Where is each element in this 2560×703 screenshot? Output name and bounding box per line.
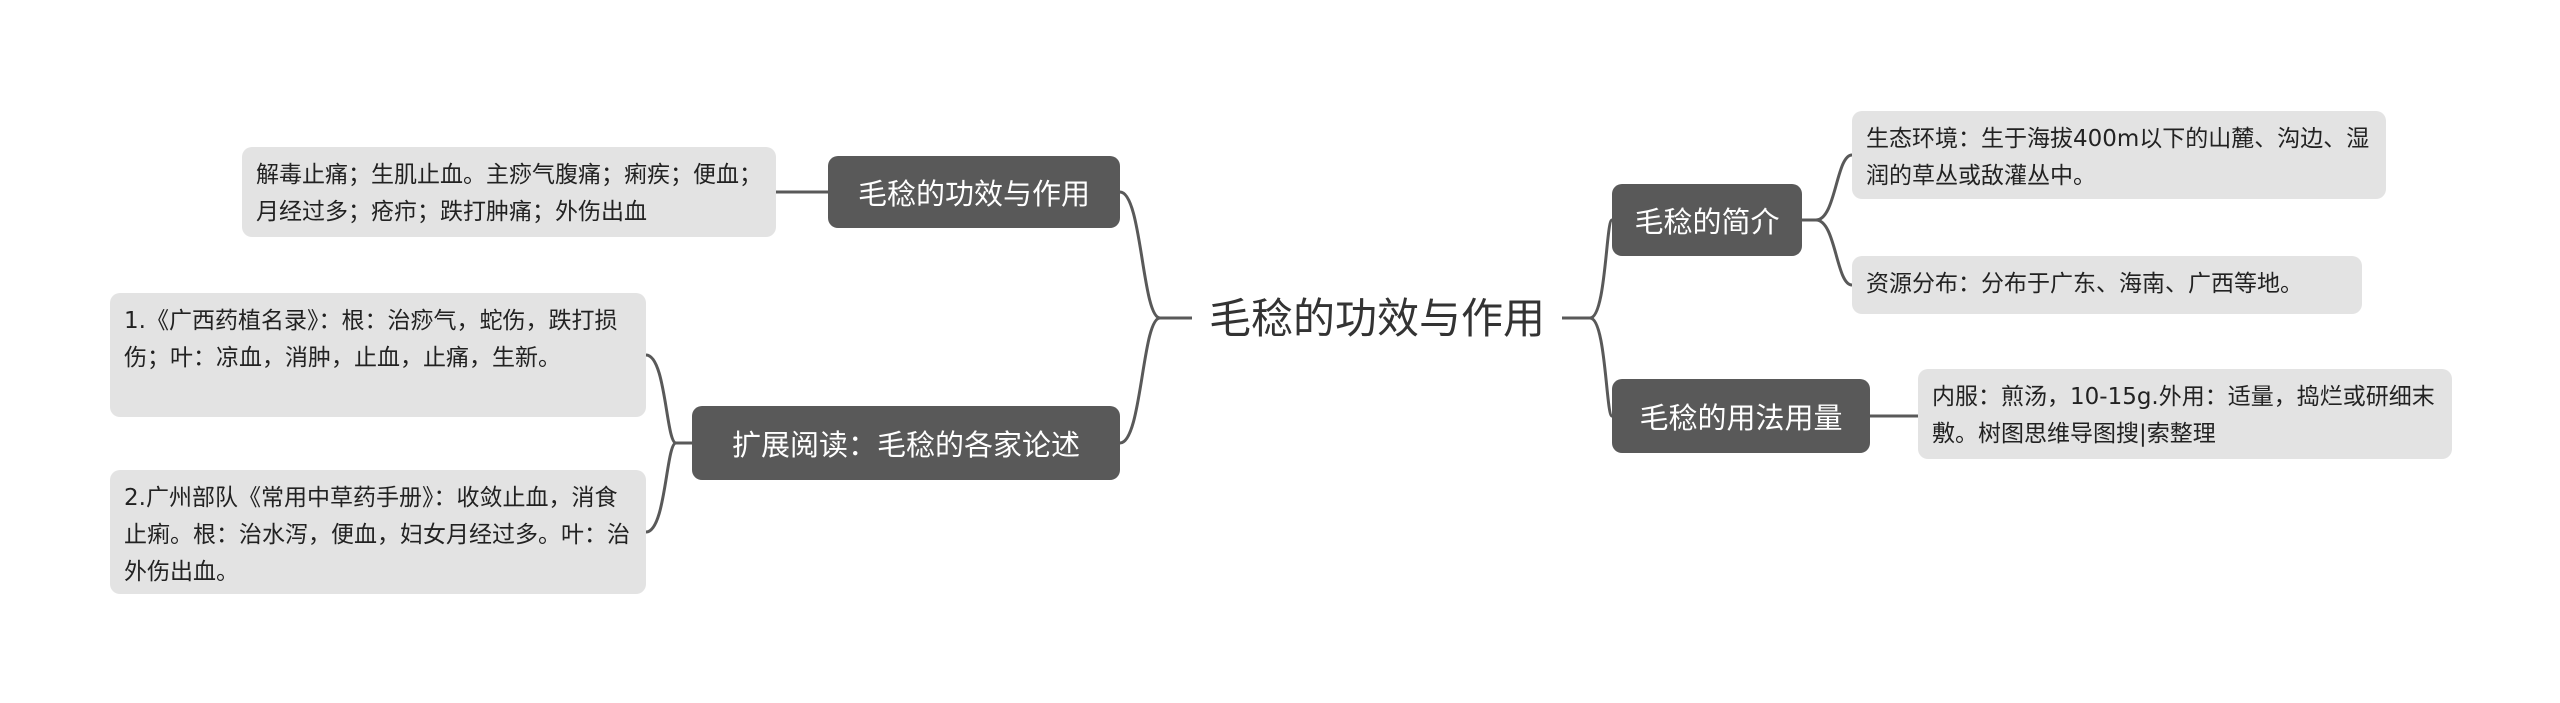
leaf-intro-2[interactable]: 资源分布：分布于广东、海南、广西等地。 [1852, 256, 2362, 314]
branch-reading[interactable]: 扩展阅读：毛稔的各家论述 [692, 406, 1120, 480]
branch-effects[interactable]: 毛稔的功效与作用 [828, 156, 1120, 228]
leaf-reading-1-text: 1.《广西药植名录》：根：治痧气，蛇伤，跌打损伤；叶：凉血，消肿，止血，止痛，生… [124, 308, 618, 371]
link-intro-leaf-1 [1802, 153, 1853, 222]
link-reading-leaf-2 [645, 441, 692, 534]
branch-reading-label: 扩展阅读：毛稔的各家论述 [731, 428, 1080, 462]
root-topic-label: 毛稔的功效与作用 [1208, 294, 1545, 343]
branch-usage-label: 毛稔的用法用量 [1639, 401, 1843, 435]
branch-usage[interactable]: 毛稔的用法用量 [1612, 379, 1870, 453]
leaf-effects-text: 解毒止痛；生肌止血。主痧气腹痛；痢疾；便血；月经过多；疮疖；跌打肿痛；外伤出血 [256, 162, 762, 225]
leaf-reading-2[interactable]: 2.广州部队《常用中草药手册》：收敛止血，消食止痢。根：治水泻，便血，妇女月经过… [110, 470, 646, 594]
leaf-intro-2-text: 资源分布：分布于广东、海南、广西等地。 [1866, 271, 2303, 297]
link-root-reading [1119, 316, 1192, 445]
link-root-intro [1562, 218, 1614, 320]
link-root-effects-main [1119, 190, 1192, 320]
link-root-usage [1562, 316, 1614, 418]
link-intro-leaf-2 [1802, 218, 1853, 287]
leaf-effects[interactable]: 解毒止痛；生肌止血。主痧气腹痛；痢疾；便血；月经过多；疮疖；跌打肿痛；外伤出血 [242, 147, 776, 237]
leaf-intro-1[interactable]: 生态环境：生于海拔400m以下的山麓、沟边、湿润的草丛或敌灌丛中。 [1852, 111, 2386, 199]
leaf-intro-1-text: 生态环境：生于海拔400m以下的山麓、沟边、湿润的草丛或敌灌丛中。 [1866, 126, 2370, 189]
link-reading-leaf-1 [645, 353, 692, 445]
branch-intro-label: 毛稔的简介 [1634, 205, 1780, 239]
leaf-reading-2-text: 2.广州部队《常用中草药手册》：收敛止血，消食止痢。根：治水泻，便血，妇女月经过… [124, 485, 630, 585]
branch-intro[interactable]: 毛稔的简介 [1612, 184, 1802, 256]
branch-effects-label: 毛稔的功效与作用 [857, 177, 1090, 211]
leaf-usage-text: 内服：煎汤，10-15g.外用：适量，捣烂或研细末敷。树图思维导图搜|索整理 [1932, 384, 2435, 447]
leaf-reading-1[interactable]: 1.《广西药植名录》：根：治痧气，蛇伤，跌打损伤；叶：凉血，消肿，止血，止痛，生… [110, 293, 646, 417]
leaf-usage[interactable]: 内服：煎汤，10-15g.外用：适量，捣烂或研细末敷。树图思维导图搜|索整理 [1918, 369, 2452, 459]
root-topic[interactable]: 毛稔的功效与作用 [1192, 296, 1562, 342]
